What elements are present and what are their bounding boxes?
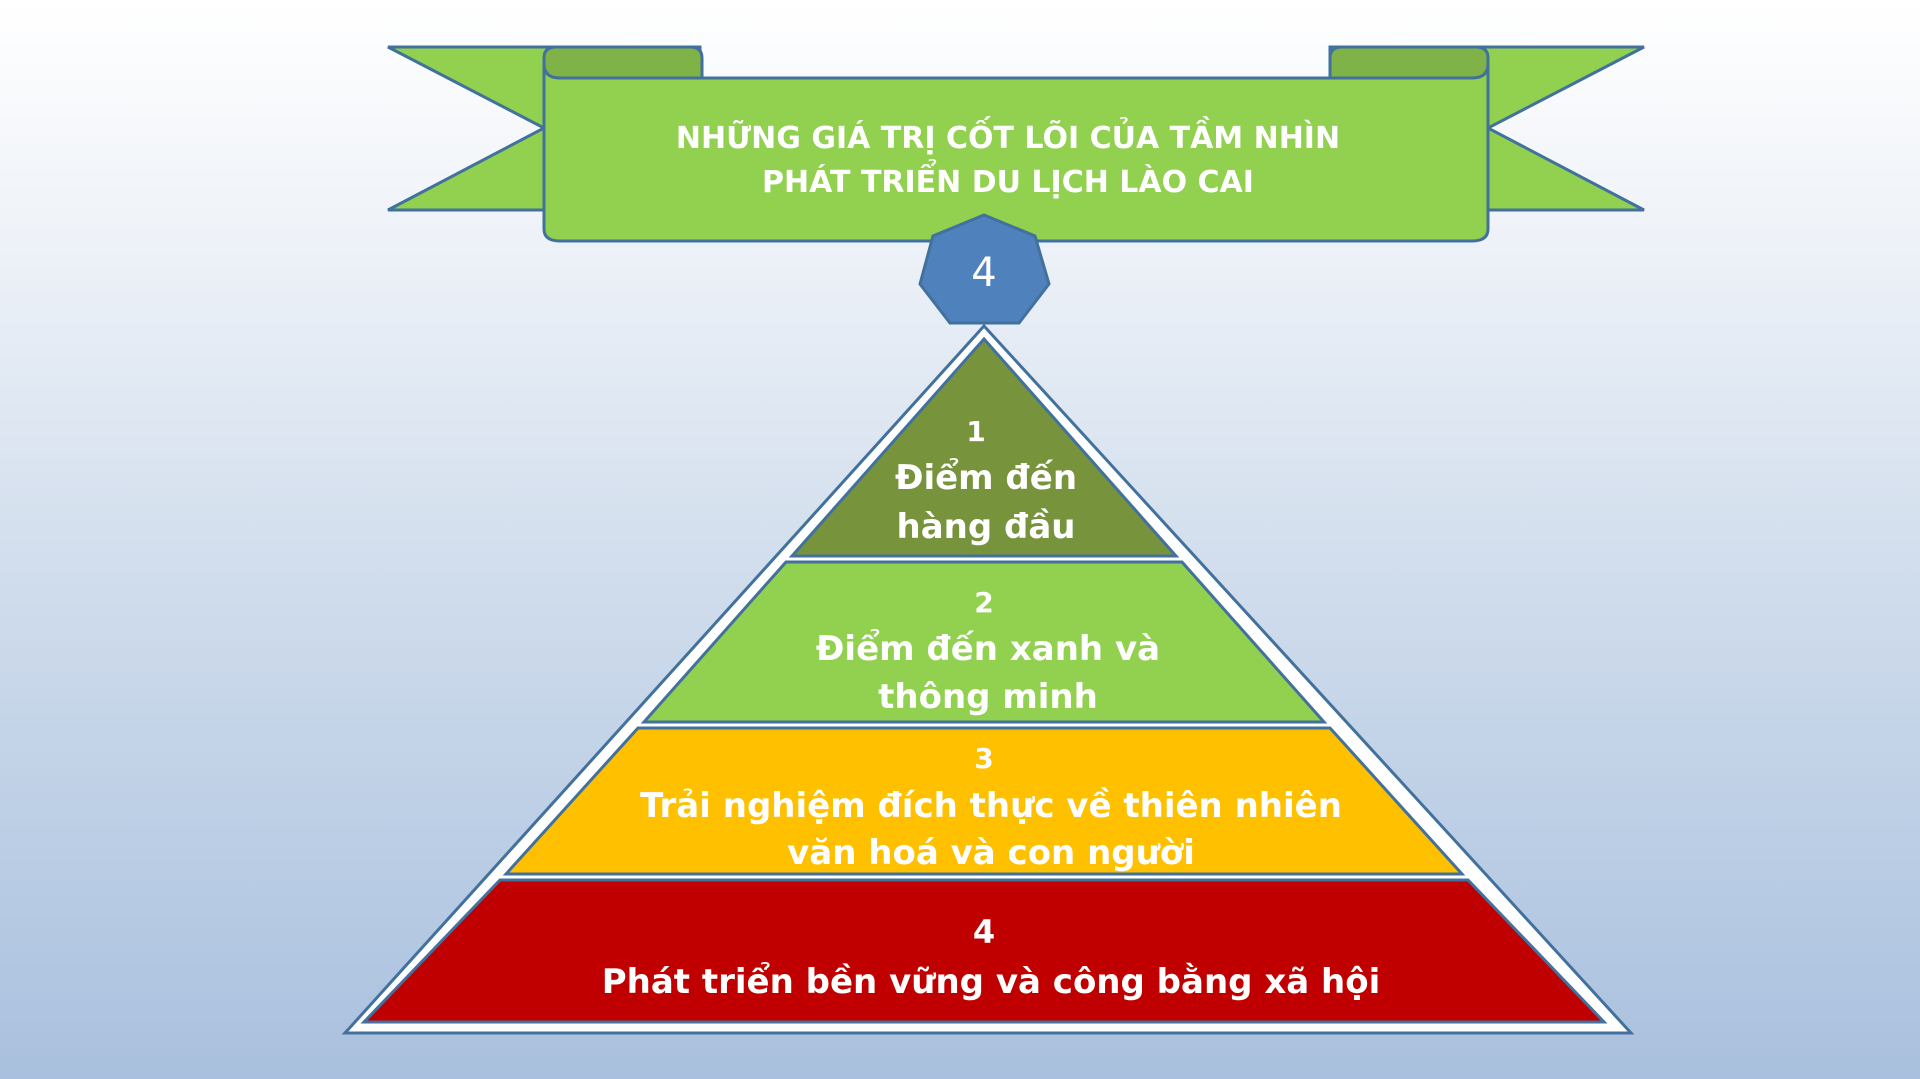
pyramid-level-1: [788, 336, 1180, 558]
level-1-number: 1: [966, 415, 985, 448]
level-2-label-line2: thông minh: [878, 677, 1098, 717]
level-2-label-line1: Điểm đến xanh và: [816, 628, 1160, 669]
pyramid-level-2: [640, 560, 1328, 724]
banner-body: [542, 63, 1490, 243]
banner-left-fold: [542, 45, 704, 80]
level-3-label-line1: Trải nghiệm đích thực về thiên nhiên: [640, 786, 1342, 826]
pyramid-level-4: [360, 878, 1608, 1024]
level-1-label-line1: Điểm đến: [895, 457, 1077, 498]
banner-title-line2: PHÁT TRIỂN DU LỊCH LÀO CAI: [762, 159, 1254, 200]
badge: 4: [918, 213, 1051, 325]
title-banner: NHỮNG GIÁ TRỊ CỐT LÕI CỦA TẦM NHÌN PHÁT …: [387, 45, 1645, 243]
level-1-label-line2: hàng đầu: [896, 507, 1075, 547]
heptagon-badge: [918, 213, 1051, 325]
badge-label: 4: [971, 250, 996, 296]
pyramid: 1 Điểm đến hàng đầu 2 Điểm đến xanh và t…: [341, 323, 1635, 1035]
level-4-number: 4: [973, 913, 995, 951]
banner-right-fold: [1328, 45, 1490, 80]
level-4-label-line1: Phát triển bền vững và công bằng xã hội: [602, 961, 1381, 1002]
level-3-number: 3: [974, 742, 993, 775]
pyramid-level-3: [502, 726, 1466, 876]
level-3-label-line2: văn hoá và con người: [787, 833, 1195, 873]
banner-title-line1: NHỮNG GIÁ TRỊ CỐT LÕI CỦA TẦM NHÌN: [676, 115, 1340, 156]
level-2-number: 2: [974, 586, 993, 619]
